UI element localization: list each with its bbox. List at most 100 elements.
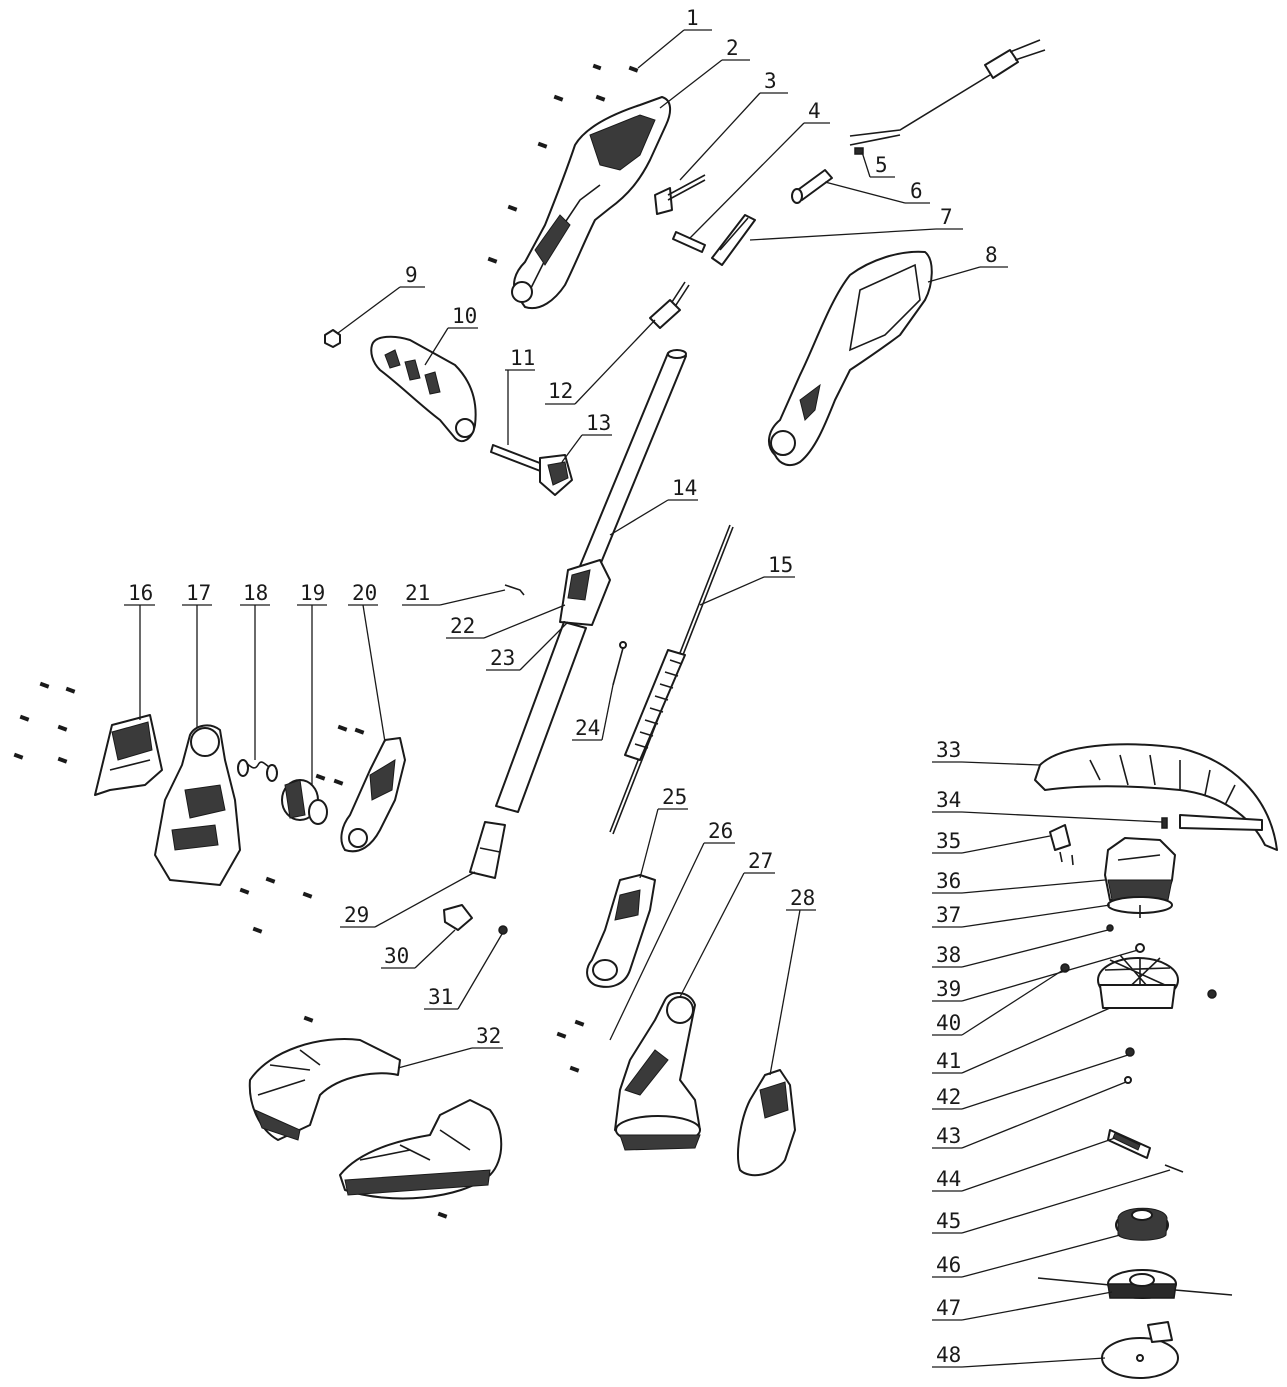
guard-halves (248, 1038, 503, 1200)
callout-14: 14 (609, 476, 698, 536)
svg-text:16: 16 (128, 581, 153, 605)
clamp (443, 904, 473, 931)
auxiliary-handle (370, 335, 477, 443)
svg-text:40: 40 (936, 1011, 961, 1035)
head-housing (614, 992, 701, 1151)
callout-8: 8 (927, 243, 1008, 283)
svg-text:38: 38 (936, 943, 961, 967)
callout-34: 34 (932, 788, 1163, 823)
callout-6: 6 (824, 179, 930, 204)
callout-33: 33 (932, 738, 1041, 766)
top-guard (1034, 743, 1278, 851)
svg-text:24: 24 (575, 716, 600, 740)
small-screw (498, 925, 508, 935)
callout-38: 38 (932, 929, 1109, 968)
svg-text:31: 31 (428, 985, 453, 1009)
svg-text:22: 22 (450, 614, 475, 638)
svg-text:45: 45 (936, 1209, 961, 1233)
callout-13: 13 (561, 411, 612, 463)
cord-sleeve (791, 169, 833, 204)
svg-text:36: 36 (936, 869, 961, 893)
callout-46: 46 (932, 1234, 1121, 1278)
handle-half-left (511, 96, 672, 310)
svg-text:19: 19 (300, 581, 325, 605)
callout-11: 11 (505, 346, 535, 445)
svg-text:30: 30 (384, 944, 409, 968)
svg-text:41: 41 (936, 1049, 961, 1073)
connector (649, 281, 690, 329)
svg-text:17: 17 (186, 581, 211, 605)
svg-text:39: 39 (936, 977, 961, 1001)
svg-text:42: 42 (936, 1085, 961, 1109)
svg-text:20: 20 (352, 581, 377, 605)
washers-38-39 (1106, 924, 1145, 953)
handle-half-right (768, 250, 933, 467)
svg-text:33: 33 (936, 738, 961, 762)
svg-text:15: 15 (768, 553, 793, 577)
spring (237, 759, 278, 782)
callout-19: 19 (297, 581, 327, 785)
callout-7: 7 (749, 205, 963, 241)
callout-41: 41 (932, 1007, 1111, 1074)
svg-text:47: 47 (936, 1296, 961, 1320)
power-cord (849, 39, 1046, 155)
callout-24: 24 (572, 684, 614, 741)
drive-shaft (609, 524, 734, 835)
callout-28: 28 (769, 886, 816, 1076)
svg-text:2: 2 (726, 36, 739, 60)
callout-22: 22 (446, 604, 566, 639)
callout-27: 27 (679, 849, 775, 998)
svg-text:5: 5 (875, 153, 888, 177)
svg-text:6: 6 (910, 179, 923, 203)
callout-40: 40 (932, 969, 1064, 1036)
callout-35: 35 (932, 829, 1051, 854)
svg-text:9: 9 (405, 263, 418, 287)
callout-39: 39 (932, 949, 1139, 1002)
svg-text:43: 43 (936, 1124, 961, 1148)
callout-31: 31 (424, 933, 503, 1010)
bottom-cap (1101, 1321, 1179, 1379)
svg-text:25: 25 (662, 785, 687, 809)
svg-text:35: 35 (936, 829, 961, 853)
head-cover (737, 1069, 796, 1177)
tube-joint (559, 559, 611, 626)
bracket (586, 874, 656, 988)
svg-text:26: 26 (708, 819, 733, 843)
svg-text:29: 29 (344, 903, 369, 927)
svg-text:8: 8 (985, 243, 998, 267)
callout-15: 15 (699, 553, 795, 606)
callouts: 1 2 3 4 5 6 7 (124, 6, 1171, 1368)
gear-assembly (281, 779, 328, 825)
callout-3: 3 (679, 69, 788, 181)
svg-text:7: 7 (940, 205, 953, 229)
callout-21: 21 (402, 581, 506, 606)
svg-text:27: 27 (748, 849, 773, 873)
callout-12: 12 (545, 319, 656, 405)
washers-42-43 (1124, 1047, 1135, 1084)
callout-30: 30 (381, 929, 456, 969)
svg-text:32: 32 (476, 1024, 501, 1048)
callout-26: 26 (609, 819, 735, 1041)
callout-17: 17 (182, 581, 212, 728)
spool-cap (1115, 1207, 1169, 1241)
svg-text:44: 44 (936, 1167, 961, 1191)
bolt-and-knob (490, 444, 573, 496)
callout-20: 20 (348, 581, 386, 743)
motor-housing-right (340, 737, 406, 853)
lower-tube (495, 621, 587, 813)
svg-text:12: 12 (548, 379, 573, 403)
motor-housing-half (154, 724, 241, 886)
screws (13, 63, 639, 1219)
spring-pin (672, 231, 706, 253)
svg-text:13: 13 (586, 411, 611, 435)
svg-text:1: 1 (686, 6, 699, 30)
callout-43: 43 (932, 1081, 1127, 1149)
nut (324, 329, 341, 348)
callout-4: 4 (689, 99, 830, 239)
screw-34 (1161, 817, 1168, 829)
svg-text:10: 10 (452, 304, 477, 328)
fan (1097, 954, 1217, 1009)
callout-5: 5 (861, 151, 895, 178)
switch-button (654, 174, 706, 215)
